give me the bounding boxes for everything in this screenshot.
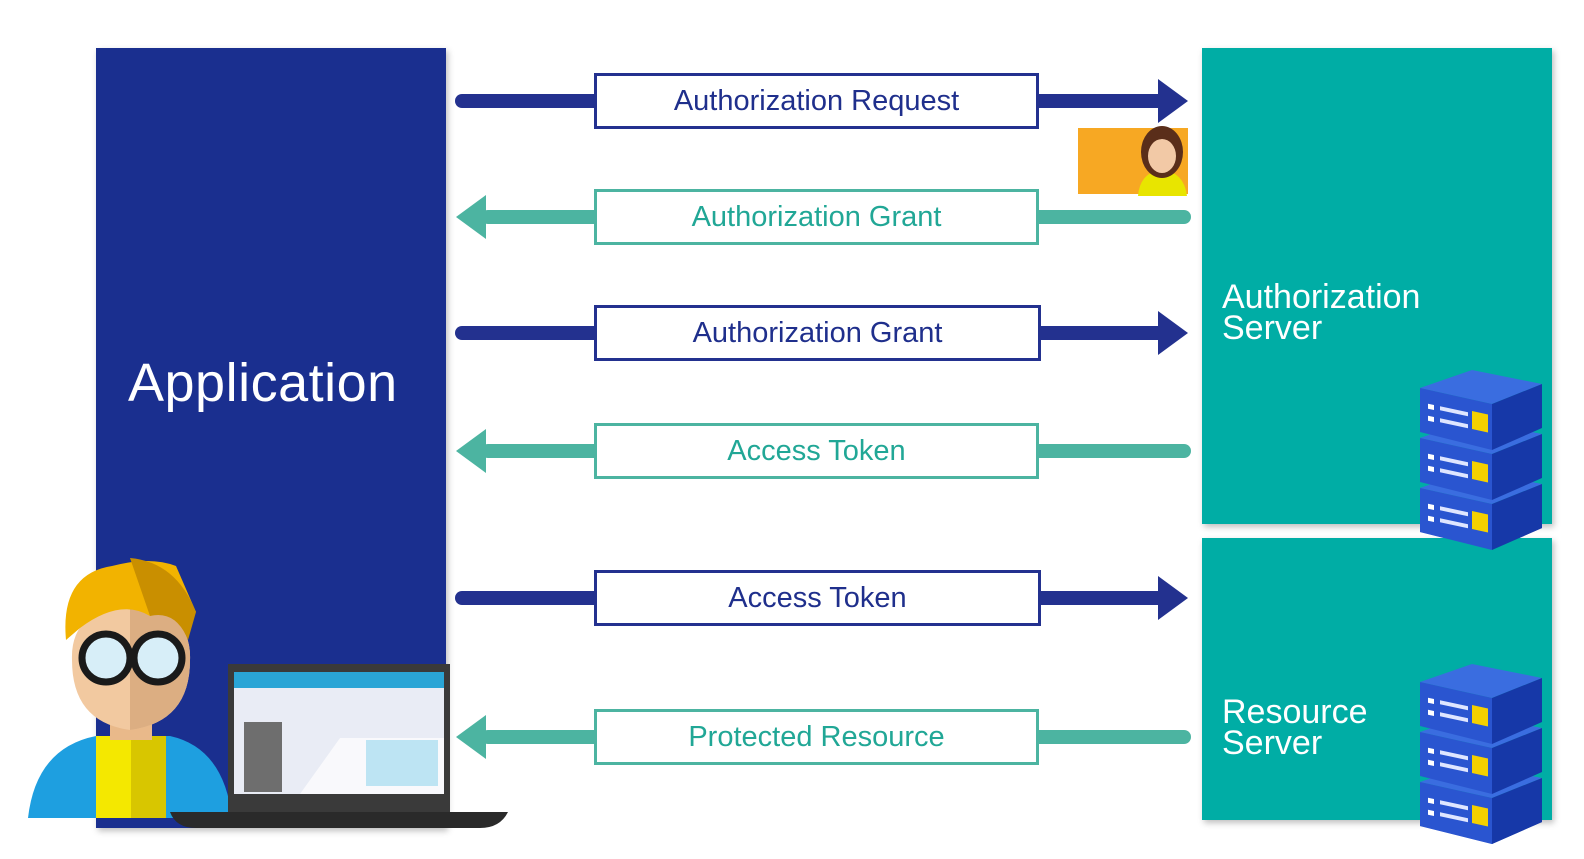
resource-owner-icon xyxy=(1078,126,1188,196)
arrow-head xyxy=(456,429,486,473)
resource-server-label: Resource Server xyxy=(1222,693,1368,762)
flow-label-access-token: Access Token xyxy=(594,570,1041,626)
server-rack-icon xyxy=(1420,664,1542,844)
flow-label-protected-resource: Protected Resource xyxy=(594,709,1039,765)
arrow-head xyxy=(1158,576,1188,620)
arrow-head xyxy=(1158,79,1188,123)
authorization-server-label: Authorization Server xyxy=(1222,278,1421,347)
flow-label-authorization-grant: Authorization Grant xyxy=(594,305,1041,361)
developer-avatar-icon xyxy=(28,558,232,818)
arrow-head xyxy=(456,195,486,239)
server-rack-icon xyxy=(1420,370,1542,550)
flow-label-authorization-request: Authorization Request xyxy=(594,73,1039,129)
arrow-head xyxy=(456,715,486,759)
application-label: Application xyxy=(128,353,398,413)
flow-label-authorization-grant-return: Authorization Grant xyxy=(594,189,1039,245)
arrow-head xyxy=(1158,311,1188,355)
laptop-icon xyxy=(170,664,508,828)
flow-label-access-token-return: Access Token xyxy=(594,423,1039,479)
